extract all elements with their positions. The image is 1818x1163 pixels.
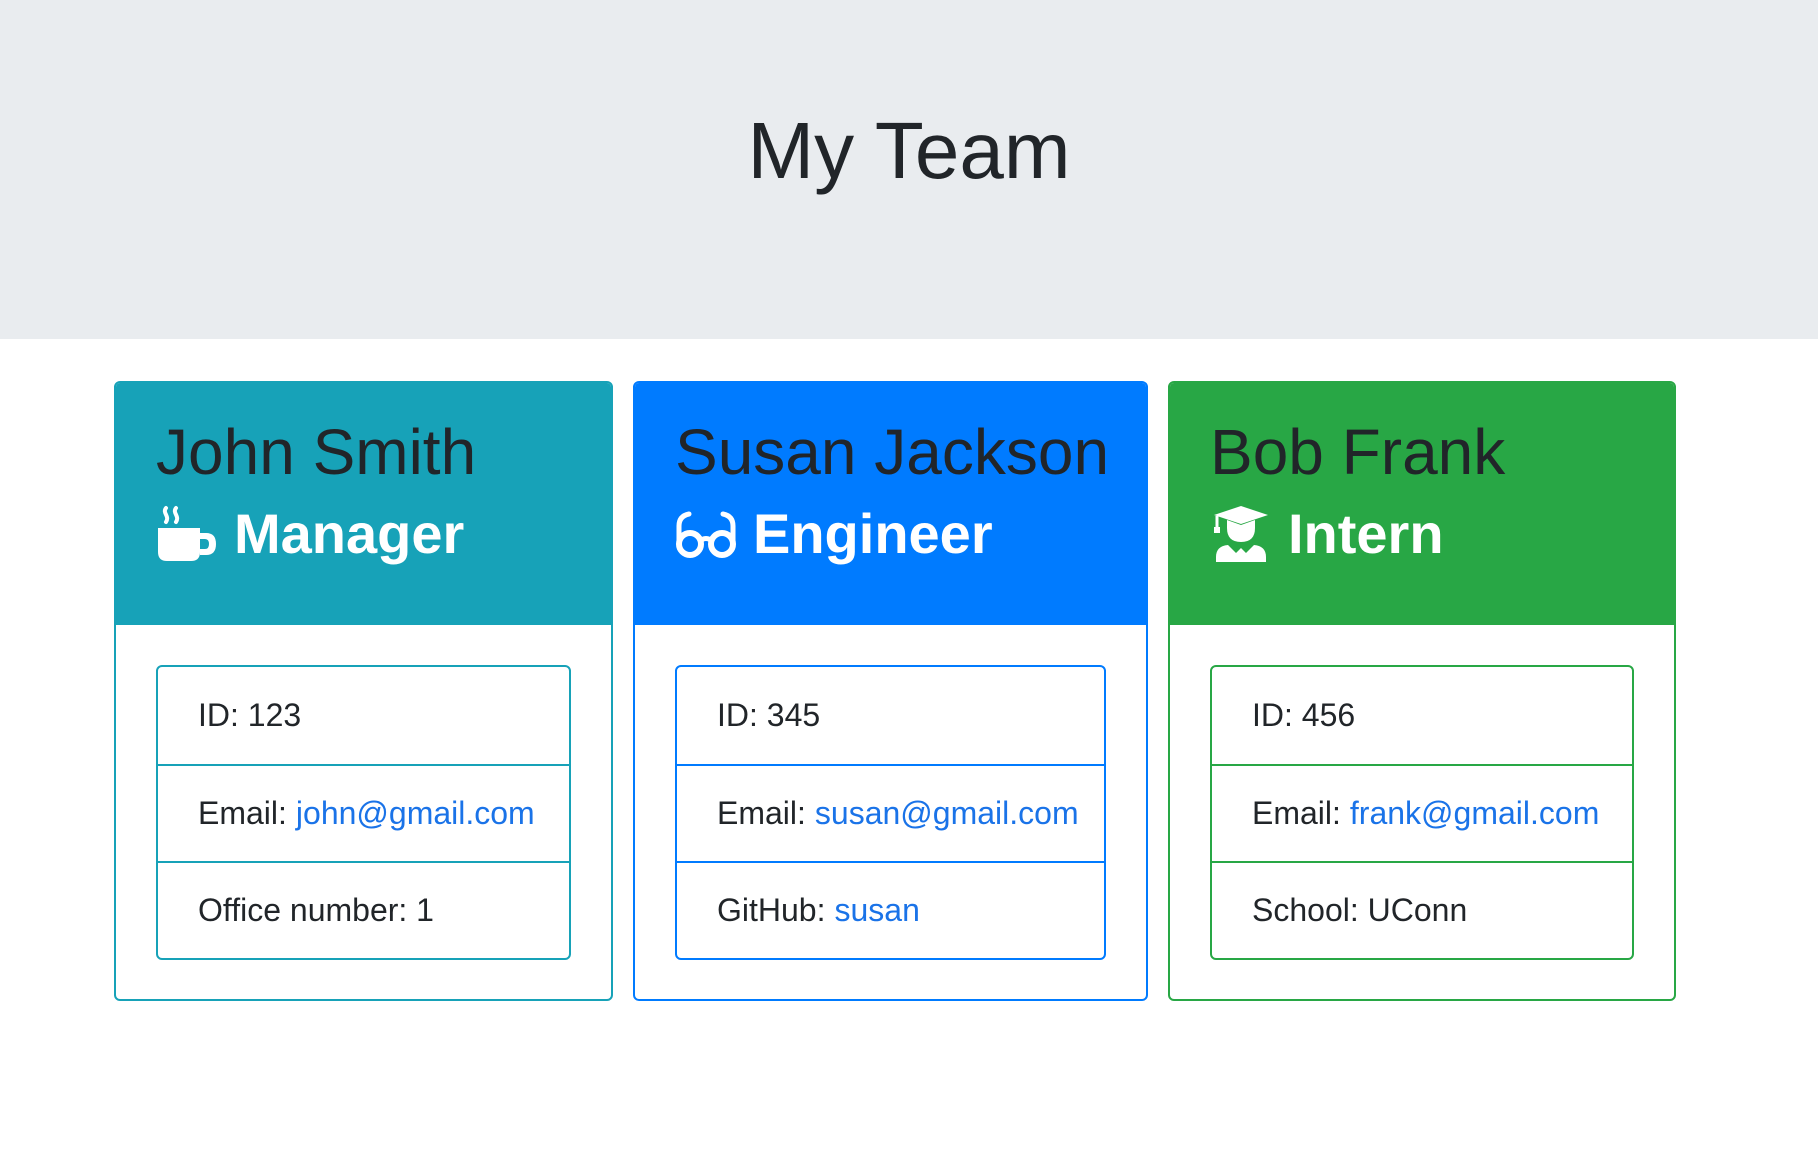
list-item-id: ID: 345 (677, 667, 1104, 764)
list-item-id: ID: 456 (1212, 667, 1632, 764)
role-label: Engineer (753, 501, 993, 565)
coffee-mug-icon (156, 504, 218, 562)
employee-card-manager: John Smith Manager ID: 123 Email: john@g… (114, 381, 613, 1001)
employee-role: Manager (156, 501, 571, 566)
email-label: Email: (198, 795, 287, 831)
email-label: Email: (1252, 795, 1341, 831)
employee-role: Engineer (675, 501, 1106, 566)
employee-name: Susan Jackson (675, 416, 1110, 488)
card-header: Susan Jackson Engineer (635, 383, 1146, 625)
list-item-school: School: UConn (1212, 861, 1632, 958)
school-value: UConn (1367, 892, 1468, 928)
card-header: John Smith Manager (116, 383, 611, 625)
list-item-email: Email: john@gmail.com (158, 764, 569, 861)
list-item-email: Email: susan@gmail.com (677, 764, 1104, 861)
github-link[interactable]: susan (834, 892, 920, 928)
role-label: Manager (234, 501, 465, 565)
employee-card-intern: Bob Frank Intern ID: 456 Email: frank@gm… (1168, 381, 1676, 1001)
github-label: GitHub: (717, 892, 826, 928)
email-link[interactable]: john@gmail.com (295, 795, 535, 831)
employee-name: Bob Frank (1210, 416, 1506, 488)
office-label: Office number: (198, 892, 408, 928)
list-item-office: Office number: 1 (158, 861, 569, 958)
card-body: ID: 456 Email: frank@gmail.com School: U… (1170, 625, 1674, 999)
card-body: ID: 345 Email: susan@gmail.com GitHub: s… (635, 625, 1146, 999)
employee-name: John Smith (156, 416, 477, 488)
email-link[interactable]: frank@gmail.com (1349, 795, 1600, 831)
info-list: ID: 456 Email: frank@gmail.com School: U… (1210, 665, 1634, 960)
list-item-id: ID: 123 (158, 667, 569, 764)
card-body: ID: 123 Email: john@gmail.com Office num… (116, 625, 611, 999)
info-list: ID: 123 Email: john@gmail.com Office num… (156, 665, 571, 960)
id-value: 123 (247, 697, 302, 733)
role-label: Intern (1288, 501, 1444, 565)
employee-role: Intern (1210, 501, 1634, 566)
id-value: 345 (766, 697, 821, 733)
id-label: ID: (1252, 697, 1293, 733)
id-value: 456 (1301, 697, 1356, 733)
page-header: My Team (0, 0, 1818, 339)
graduate-icon (1210, 504, 1272, 563)
email-label: Email: (717, 795, 806, 831)
list-item-github: GitHub: susan (677, 861, 1104, 958)
list-item-email: Email: frank@gmail.com (1212, 764, 1632, 861)
id-label: ID: (198, 697, 239, 733)
page-title: My Team (747, 105, 1071, 195)
info-list: ID: 345 Email: susan@gmail.com GitHub: s… (675, 665, 1106, 960)
school-label: School: (1252, 892, 1359, 928)
card-header: Bob Frank Intern (1170, 383, 1674, 625)
employee-card-engineer: Susan Jackson Engineer ID: 345 Email: su… (633, 381, 1148, 1001)
id-label: ID: (717, 697, 758, 733)
glasses-icon (675, 504, 737, 562)
email-link[interactable]: susan@gmail.com (814, 795, 1079, 831)
office-value: 1 (416, 892, 434, 928)
